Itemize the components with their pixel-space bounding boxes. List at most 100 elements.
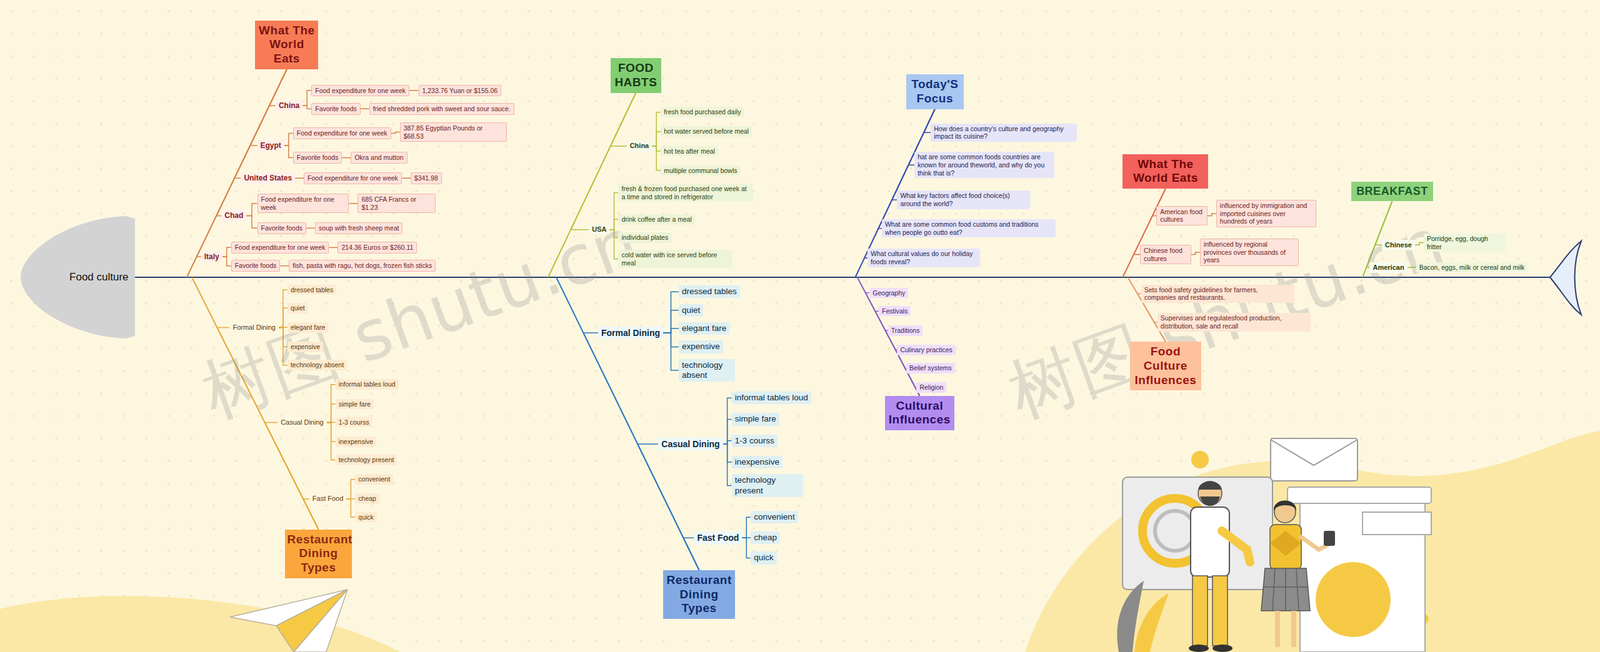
item-box: technology present xyxy=(731,474,804,497)
item-box: Supervises and regulatesfood production,… xyxy=(1157,313,1311,332)
connector xyxy=(663,328,679,334)
item-box: $341.98 xyxy=(410,172,442,185)
item-text: influenced by regional provinces over th… xyxy=(1203,240,1295,265)
item-box: multiple communal bowls xyxy=(660,165,740,177)
item-text: Favorite foods xyxy=(296,153,339,162)
item-box: Egypt xyxy=(257,140,285,152)
item-box: Okra and mutton xyxy=(350,151,407,164)
item-text: 214.36 Euros or $260.11 xyxy=(341,243,414,252)
connector xyxy=(295,177,304,179)
item-text: informal tables loud xyxy=(338,380,396,389)
connector xyxy=(723,444,732,487)
item-box: dressed tables xyxy=(287,285,337,296)
fish-tail xyxy=(1550,241,1582,315)
category-title: Restaurant Dining Types xyxy=(665,573,732,617)
category-box: What The World Eats xyxy=(255,20,319,70)
connector xyxy=(348,203,358,205)
item-box: Belief systems xyxy=(906,363,955,374)
item-box: quick xyxy=(750,551,777,565)
item-box: expensive xyxy=(287,341,324,353)
item-text: Casual Dining xyxy=(280,418,324,427)
item-text: What key factors affect food choice(s) a… xyxy=(900,191,1027,208)
item-box: 214.36 Euros or $260.11 xyxy=(337,241,417,254)
connector xyxy=(284,145,294,159)
item-text: USA xyxy=(591,225,607,234)
item-text: fried shredded pork with sweet and sour … xyxy=(373,105,511,114)
item-box: China xyxy=(275,100,303,112)
item-text: Fast Food xyxy=(312,495,344,504)
item-box: Food expenditure for one week xyxy=(303,172,402,185)
item-box: Food expenditure for one week xyxy=(293,127,392,140)
connector xyxy=(741,517,751,539)
item-text: drink coffee after a meal xyxy=(621,215,692,224)
category-title: Restaurant Dining Types xyxy=(287,533,350,576)
connector xyxy=(326,422,336,460)
category-title: FOOD HABTS xyxy=(613,61,660,90)
item-text: Chinese food cultures xyxy=(1143,246,1188,263)
connector xyxy=(346,499,355,518)
item-text: hat are some common foods countries are … xyxy=(917,153,1052,177)
people-illustration xyxy=(1116,438,1432,652)
item-box: Religion xyxy=(916,382,947,394)
item-box: informal tables loud xyxy=(335,379,399,390)
item-box: Chinese food cultures xyxy=(1140,245,1192,265)
item-box: Festivals xyxy=(878,306,911,317)
connector xyxy=(302,105,312,109)
item-text: Geography xyxy=(872,289,905,298)
category-title: Food Culture Influences xyxy=(1132,345,1199,388)
category-box: BREAKFAST xyxy=(1351,181,1434,202)
item-text: Religion xyxy=(919,383,944,392)
item-box: elegant fare xyxy=(287,322,329,334)
head-fill xyxy=(20,216,135,339)
connector xyxy=(723,441,732,445)
item-text: informal tables loud xyxy=(735,393,809,404)
connector xyxy=(328,247,338,249)
paper-plane xyxy=(230,590,348,652)
item-text: United States xyxy=(243,173,292,183)
item-text: quiet xyxy=(681,305,700,316)
item-text: fish, pasta with ragu, hot dogs, frozen … xyxy=(292,261,432,270)
item-text: dressed tables xyxy=(290,286,334,295)
item-box: China xyxy=(626,140,653,152)
connector xyxy=(1191,252,1200,255)
item-text: individual plates xyxy=(621,233,669,242)
item-text: quick xyxy=(358,513,374,522)
connector xyxy=(651,112,661,147)
item-box: 685 CFA Francs or $1.23 xyxy=(357,193,435,214)
connector xyxy=(409,90,419,92)
item-text: Food expenditure for one week xyxy=(296,129,388,138)
item-text: Porridge, egg, dough fritter xyxy=(1426,235,1503,251)
item-text: American xyxy=(1372,263,1404,272)
item-text: hot water served before meal xyxy=(663,127,749,136)
item-text: Formal Dining xyxy=(232,323,275,332)
item-box: quiet xyxy=(678,304,704,317)
item-box: United States xyxy=(240,172,295,184)
item-box: What are some common food customs and tr… xyxy=(881,219,1056,238)
connector xyxy=(346,480,355,500)
item-box: fresh & frozen food purchased one week a… xyxy=(618,183,754,202)
item-box: convenient xyxy=(750,511,798,524)
item-box: Chad xyxy=(221,210,247,222)
item-text: multiple communal bowls xyxy=(663,166,737,175)
category-title: Cultural Influences xyxy=(887,399,952,429)
item-text: cheap xyxy=(358,495,377,504)
item-text: Belief systems xyxy=(909,364,952,373)
item-box: technology absent xyxy=(287,360,347,371)
item-text: expensive xyxy=(681,341,720,352)
item-text: cheap xyxy=(753,533,777,544)
item-box: Chinese xyxy=(1381,240,1415,251)
category-box: Today'S Focus xyxy=(906,74,964,110)
item-box: Formal Dining xyxy=(229,322,279,334)
item-text: cold water with ice served before meal xyxy=(621,251,730,267)
item-text: technology absent xyxy=(290,361,344,370)
item-box: Favorite foods xyxy=(231,260,281,272)
item-text: 1,233.76 Yuan or $155.06 xyxy=(422,86,499,95)
item-text: soup with fresh sheep meat xyxy=(318,224,399,233)
item-text: dressed tables xyxy=(681,286,737,297)
connector xyxy=(284,133,294,145)
connector xyxy=(401,178,411,180)
item-box: dressed tables xyxy=(678,285,740,299)
item-box: convenient xyxy=(355,474,394,485)
item-text: Festivals xyxy=(881,307,908,316)
connector xyxy=(302,90,312,106)
